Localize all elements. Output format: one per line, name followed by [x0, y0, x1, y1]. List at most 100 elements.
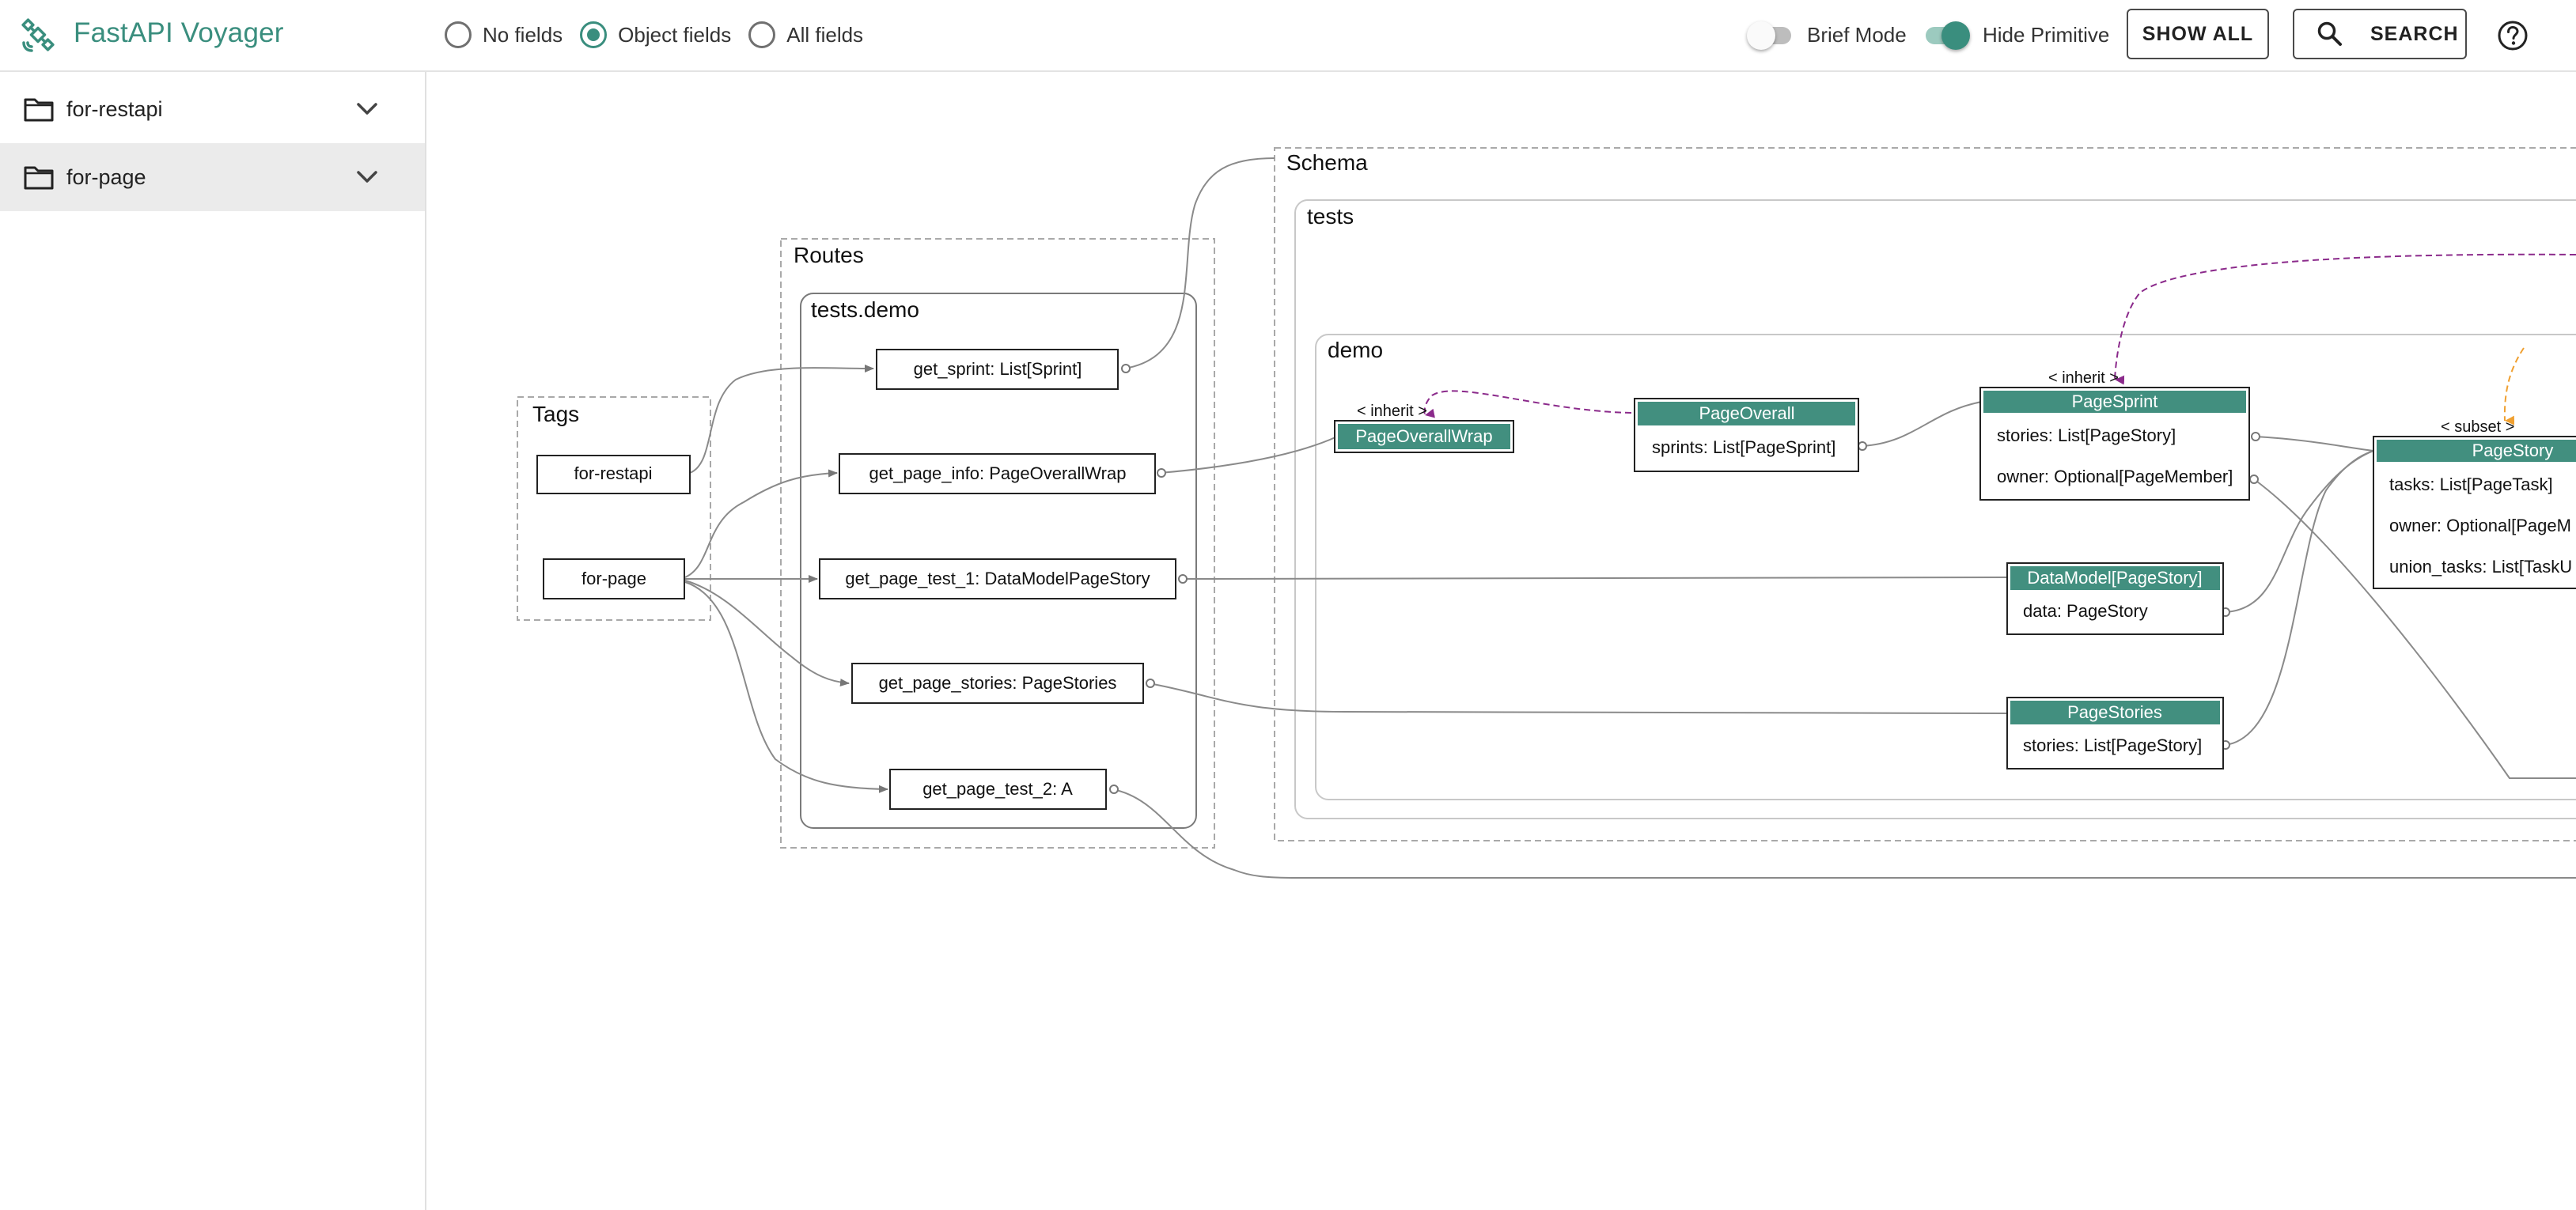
brief-mode-switch[interactable] — [1747, 19, 1793, 51]
edge-overall-sprint — [1862, 401, 1983, 447]
folder-icon — [24, 166, 54, 190]
schema-field: union_tasks: List[TaskU — [2389, 557, 2572, 577]
cluster-demo-label: demo — [1328, 338, 1383, 362]
schema-node-title: PageOverallWrap — [1355, 426, 1492, 446]
hide-primitive-label: Hide Primitive — [1983, 22, 2110, 47]
edge-page-test2 — [684, 581, 888, 793]
edges-tags-routes — [684, 364, 888, 793]
radio-label: No fields — [483, 22, 563, 47]
chevron-down-icon[interactable] — [356, 102, 378, 116]
edge-subset-story — [2503, 347, 2525, 425]
route-node-label: get_page_test_2: A — [922, 779, 1073, 799]
search-button[interactable]: SEARCH — [2293, 9, 2467, 59]
hide-primitive-toggle[interactable]: Hide Primitive — [1923, 19, 2109, 51]
edge-sprint-story — [2255, 436, 2374, 452]
schema-field: sprints: List[PageSprint] — [1652, 437, 1835, 457]
schema-field: owner: Optional[PageMember] — [1997, 467, 2233, 486]
route-node-label: get_page_stories: PageStories — [879, 673, 1117, 693]
edge-info-wrap — [1159, 436, 1338, 474]
schema-field: owner: Optional[PageM — [2389, 516, 2571, 535]
edge-test2-schema — [1112, 788, 2576, 879]
schema-node-page-story[interactable]: PageStory tasks: List[PageTask] owner: O… — [2373, 436, 2576, 589]
radio-all-fields[interactable]: All fields — [748, 21, 863, 48]
edge-sprint-schema — [1123, 157, 1275, 369]
schema-node-title: DataModel[PageStory] — [2027, 568, 2202, 588]
radio-checked-icon — [580, 21, 608, 48]
tag-node-for-page[interactable]: for-page — [543, 558, 685, 599]
cluster-schema: Schema — [1274, 147, 2576, 841]
schema-node-page-overall-wrap[interactable]: PageOverallWrap — [1334, 420, 1514, 453]
schema-field: tasks: List[PageTask] — [2389, 475, 2553, 494]
route-node-label: get_page_info: PageOverallWrap — [869, 463, 1127, 483]
cluster-schema-module: tests — [1294, 199, 2576, 819]
radio-label: Object fields — [618, 22, 732, 47]
cluster-tests-label: tests — [1307, 204, 1354, 229]
cluster-schema-submodule: demo — [1315, 334, 2576, 800]
schema-field: data: PageStory — [2023, 601, 2148, 621]
schema-node-page-stories[interactable]: PageStories stories: List[PageStory] — [2006, 697, 2224, 769]
edge-sprint-owner — [2253, 478, 2576, 779]
radio-no-fields[interactable]: No fields — [445, 21, 563, 48]
edges-schema-internal — [1109, 253, 2576, 794]
route-node-get-page-stories[interactable]: get_page_stories: PageStories — [851, 663, 1144, 704]
edge-label-inherit-wrap: < inherit > — [1357, 403, 1427, 420]
folder-icon — [24, 98, 54, 122]
cluster-tests-demo-label: tests.demo — [811, 297, 919, 322]
edges-routes-schemas — [1112, 157, 2576, 879]
hide-primitive-switch[interactable] — [1923, 19, 1970, 51]
schema-field: stories: List[PageStory] — [2023, 735, 2202, 755]
help-icon[interactable] — [2496, 19, 2529, 52]
schema-node-title: PageStory — [2472, 441, 2554, 460]
route-node-get-page-test-1[interactable]: get_page_test_1: DataModelPageStory — [819, 558, 1176, 599]
edge-inherit-sprint — [2114, 253, 2576, 385]
schema-node-page-sprint[interactable]: PageSprint stories: List[PageStory] owne… — [1979, 387, 2250, 501]
edge-label-subset: < subset > — [2441, 418, 2514, 436]
radio-unchecked-icon — [748, 21, 776, 48]
cluster-routes: Routes — [780, 238, 1215, 849]
search-button-label: SEARCH — [2370, 22, 2459, 45]
satellite-icon — [21, 18, 55, 52]
field-mode-radio-group: No fields Object fields All fields — [445, 17, 881, 52]
sidebar-item-label: for-page — [66, 164, 146, 189]
route-node-label: get_sprint: List[Sprint] — [914, 359, 1082, 379]
radio-label: All fields — [786, 22, 864, 47]
route-node-get-page-test-2[interactable]: get_page_test_2: A — [889, 769, 1107, 810]
search-icon — [2317, 21, 2342, 46]
app-title: FastAPI Voyager — [74, 17, 284, 48]
radio-unchecked-icon — [445, 21, 472, 48]
edge-stories-pagestories — [1148, 683, 2010, 714]
route-node-get-page-info[interactable]: get_page_info: PageOverallWrap — [839, 453, 1156, 494]
tag-node-label: for-restapi — [574, 463, 652, 483]
schema-node-data-model[interactable]: DataModel[PageStory] data: PageStory — [2006, 562, 2224, 635]
edge-label-inherit-sprint: < inherit > — [2048, 369, 2119, 387]
schema-node-title: PageSprint — [2072, 391, 2158, 411]
edge-inherit-wrap — [1423, 390, 1632, 418]
edge-page-info — [684, 469, 838, 578]
sidebar: for-restapi for-page — [0, 72, 426, 1210]
schema-node-page-overall[interactable]: PageOverall sprints: List[PageSprint] — [1634, 398, 1859, 472]
sidebar-item-for-restapi[interactable]: for-restapi — [0, 75, 425, 143]
cluster-tags: Tags — [517, 396, 711, 621]
edge-pagestories-story — [2225, 450, 2374, 746]
sidebar-item-label: for-restapi — [66, 96, 163, 121]
schema-node-title: PageStories — [2067, 702, 2162, 722]
brief-mode-label: Brief Mode — [1807, 22, 1907, 47]
chevron-down-icon[interactable] — [356, 170, 378, 184]
cluster-routes-label: Routes — [794, 243, 864, 267]
tag-node-for-restapi[interactable]: for-restapi — [536, 455, 691, 494]
cluster-routes-module: tests.demo — [800, 293, 1197, 829]
edge-restapi-sprint — [689, 364, 874, 474]
cluster-tags-label: Tags — [532, 402, 579, 426]
radio-object-fields[interactable]: Object fields — [580, 21, 731, 48]
sidebar-item-for-page[interactable]: for-page — [0, 143, 425, 211]
brief-mode-toggle[interactable]: Brief Mode — [1747, 19, 1907, 51]
app-header: FastAPI Voyager No fields Object fields … — [0, 0, 2576, 72]
show-all-button[interactable]: SHOW ALL — [2127, 9, 2269, 59]
edge-test1-datamodel — [1180, 577, 2010, 580]
cluster-schema-label: Schema — [1286, 150, 1368, 175]
route-node-get-sprint[interactable]: get_sprint: List[Sprint] — [876, 349, 1119, 390]
tag-node-label: for-page — [581, 569, 646, 588]
route-node-label: get_page_test_1: DataModelPageStory — [845, 569, 1150, 588]
schema-node-title: PageOverall — [1699, 403, 1794, 423]
